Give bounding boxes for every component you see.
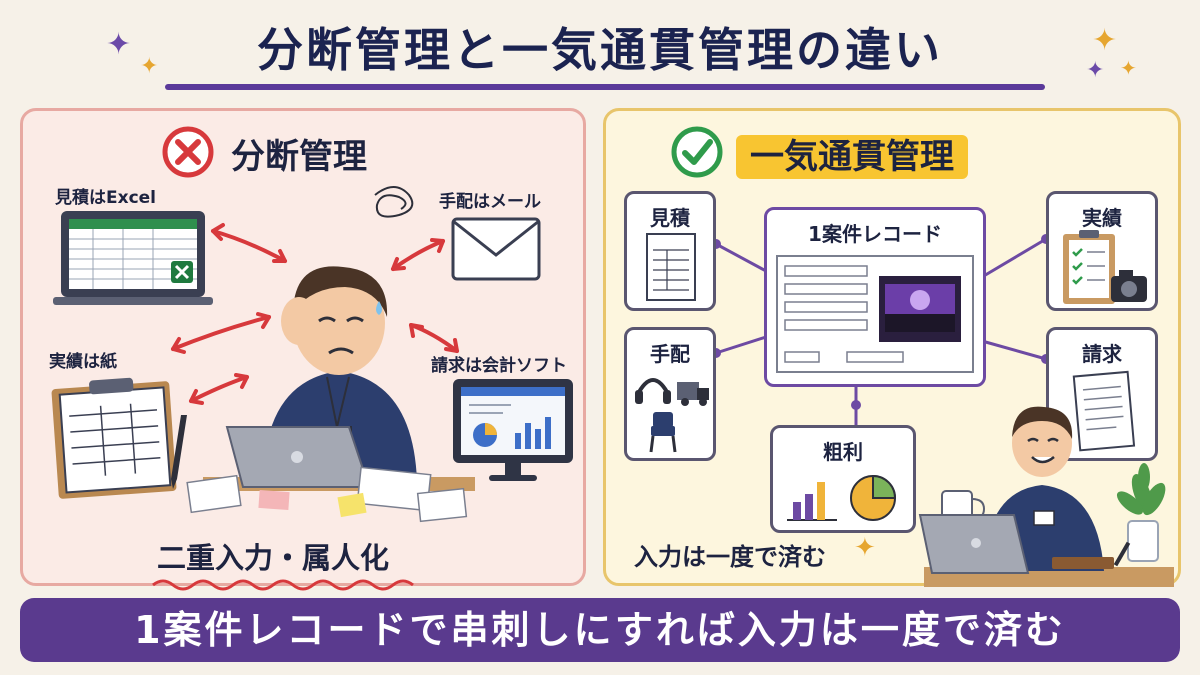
fragmented-panel: 分断管理 見積はExcel 手配はメール 実績は紙 請求は会計ソフト [20, 108, 586, 591]
integrated-panel: 一気通貫管理 1案件レコード [603, 108, 1181, 587]
gross-profit-card: 粗利 [770, 425, 916, 533]
arrangement-card-title: 手配 [650, 342, 690, 366]
project-record-card: 1案件レコード [764, 207, 986, 387]
happy-worker-illustration [918, 406, 1174, 587]
integrated-heading: 一気通貫管理 [736, 129, 968, 179]
sparkle-icon: ✦ [1086, 58, 1105, 83]
fragmented-caption: 二重入力・属人化 [157, 541, 390, 575]
checklist-camera-icon [1063, 230, 1147, 304]
check-circle-icon [671, 126, 723, 178]
stressed-worker-illustration [203, 266, 475, 491]
billing-label: 請求は会計ソフト [431, 356, 567, 376]
sparkle-icon: ✦ [1120, 56, 1137, 80]
sparkle-icon: ✦ [854, 533, 876, 563]
scattered-papers [186, 466, 468, 523]
arrangement-label: 手配はメール [439, 192, 541, 212]
summary-banner: 1案件レコードで串刺しにすれば入力は一度で済む [20, 598, 1180, 662]
integrated-caption: 入力は一度で済む [634, 543, 826, 571]
title-underline [165, 84, 1045, 90]
sparkle-icon: ✦ [106, 27, 132, 62]
conflict-arrows [171, 186, 459, 405]
estimate-card-title: 見積 [650, 206, 690, 230]
wavy-underline [152, 579, 414, 591]
arrangement-items-icon [635, 378, 709, 453]
arrangement-card: 手配 [624, 327, 716, 461]
clipboard-icon [51, 377, 187, 499]
estimate-label: 見積はExcel [55, 188, 157, 208]
gross-profit-card-title: 粗利 [823, 440, 863, 464]
summary-banner-text: 1案件レコードで串刺しにすれば入力は一度で済む [134, 608, 1066, 652]
project-record-title: 1案件レコード [808, 222, 942, 246]
accounting-monitor-icon [453, 379, 573, 481]
page-title: 分断管理と一気通貫管理の違い [257, 23, 943, 77]
actual-card-title: 実績 [1082, 206, 1122, 230]
estimate-sheet-icon [646, 233, 696, 301]
sparkle-icon: ✦ [1092, 23, 1118, 58]
envelope-icon [451, 217, 541, 281]
integrated-heading-text: 一気通貫管理 [736, 135, 968, 179]
estimate-card: 見積 [624, 191, 716, 311]
actual-card: 実績 [1046, 191, 1158, 311]
billing-card-title: 請求 [1082, 342, 1122, 366]
fragmented-heading: 分断管理 [231, 137, 367, 177]
cross-circle-icon [162, 126, 214, 178]
record-form-icon [776, 255, 974, 373]
excel-laptop-icon [53, 211, 213, 305]
sparkle-icon: ✦ [140, 54, 159, 79]
invoice-icon [1072, 370, 1136, 452]
profit-chart-icon [787, 474, 897, 521]
actual-label: 実績は紙 [49, 352, 117, 372]
